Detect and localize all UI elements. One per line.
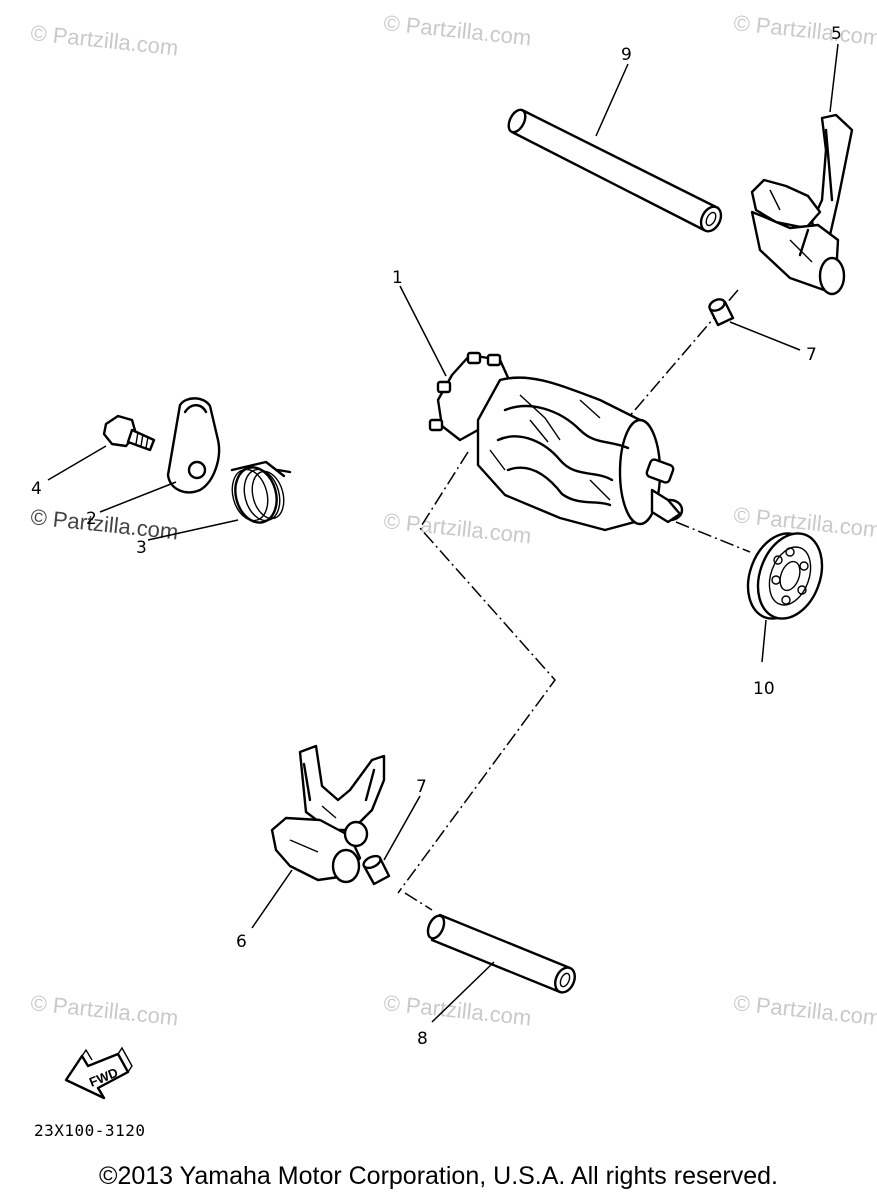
dowel-pin-upper	[708, 298, 735, 327]
guide-bar-lower	[426, 913, 576, 994]
callout-9: 9	[621, 45, 632, 65]
shift-fork-lower	[270, 744, 386, 884]
callout-1: 1	[392, 268, 403, 288]
fwd-arrow-icon: FWD	[64, 1046, 133, 1100]
watermark: © Partzilla.com	[382, 508, 532, 548]
callout-2: 2	[86, 509, 97, 529]
copyright-notice: ©2013 Yamaha Motor Corporation, U.S.A. A…	[99, 1162, 778, 1190]
stopper-lever	[166, 397, 221, 494]
callout-4: 4	[31, 479, 42, 499]
callout-5: 5	[831, 24, 842, 44]
callout-3: 3	[136, 538, 147, 558]
watermark: © Partzilla.com	[29, 990, 179, 1030]
callout-8: 8	[417, 1029, 428, 1049]
dowel-pin-lower	[362, 854, 391, 886]
shift-fork-upper	[750, 113, 854, 296]
callout-7-upper: 7	[806, 345, 817, 365]
watermark: © Partzilla.com	[732, 990, 877, 1030]
shift-cam	[428, 351, 684, 532]
diagram-code: 23X100-3120	[34, 1121, 146, 1140]
callout-7-lower: 7	[416, 777, 427, 797]
bearing	[746, 532, 824, 620]
watermark: © Partzilla.com	[732, 10, 877, 50]
bolt	[102, 414, 156, 452]
leader-lines	[47, 43, 839, 1023]
watermark: © Partzilla.com	[29, 20, 179, 60]
watermark: © Partzilla.com	[382, 990, 532, 1030]
torsion-spring	[230, 460, 292, 524]
callout-6: 6	[236, 932, 247, 952]
watermarks: © Partzilla.com © Partzilla.com © Partzi…	[29, 10, 877, 1030]
callouts: 9 5 1 7 4 2 3 10 7 6 8	[31, 24, 842, 1049]
watermark: © Partzilla.com	[382, 10, 532, 50]
callout-10: 10	[753, 679, 775, 699]
guide-bar-upper	[507, 108, 723, 233]
